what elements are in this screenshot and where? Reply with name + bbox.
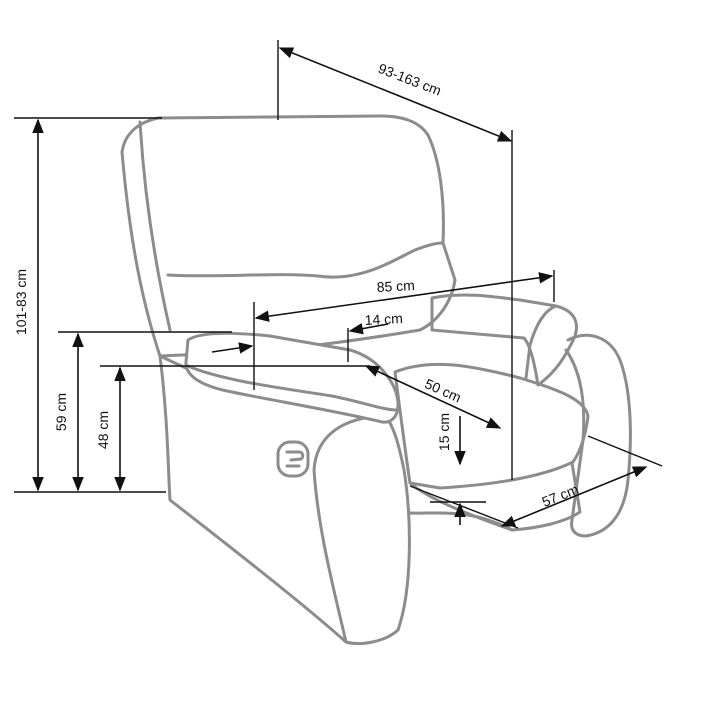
label-depth: 93-163 cm xyxy=(376,60,443,99)
armrest-width-arrow-right xyxy=(348,322,389,335)
seat-cushion xyxy=(393,362,590,490)
dimension-lines xyxy=(14,40,663,529)
label-armrest-width: 14 cm xyxy=(364,310,403,328)
left-arm-front-seam xyxy=(312,414,380,644)
backrest-inner-seam xyxy=(138,120,172,332)
footrest-edge xyxy=(408,511,514,532)
label-seat-height: 48 cm xyxy=(95,411,111,449)
extension-line-seat-front xyxy=(587,435,663,467)
recliner-drawing xyxy=(120,114,632,645)
label-leg-clearance: 15 cm xyxy=(436,413,452,451)
recline-handle xyxy=(276,440,310,478)
armrest-width-arrow-left xyxy=(211,342,254,354)
dimension-labels: 93-163 cm 101-83 cm 59 cm 48 cm 85 cm 14… xyxy=(13,60,581,510)
label-armrest-height: 59 cm xyxy=(53,393,69,431)
extension-line-foot-left xyxy=(409,485,519,529)
depth-arrow xyxy=(278,47,513,142)
label-height: 101-83 cm xyxy=(13,269,29,335)
backrest xyxy=(120,114,457,358)
label-width: 85 cm xyxy=(376,277,415,295)
width-arrow xyxy=(254,272,554,322)
right-armrest-cap xyxy=(524,304,558,380)
right-side-panel xyxy=(564,333,632,538)
seat-width-arrow xyxy=(500,466,648,527)
backrest-cushion-seam xyxy=(166,241,444,279)
right-armrest xyxy=(430,293,578,387)
seat-depth-arrow xyxy=(364,365,502,429)
